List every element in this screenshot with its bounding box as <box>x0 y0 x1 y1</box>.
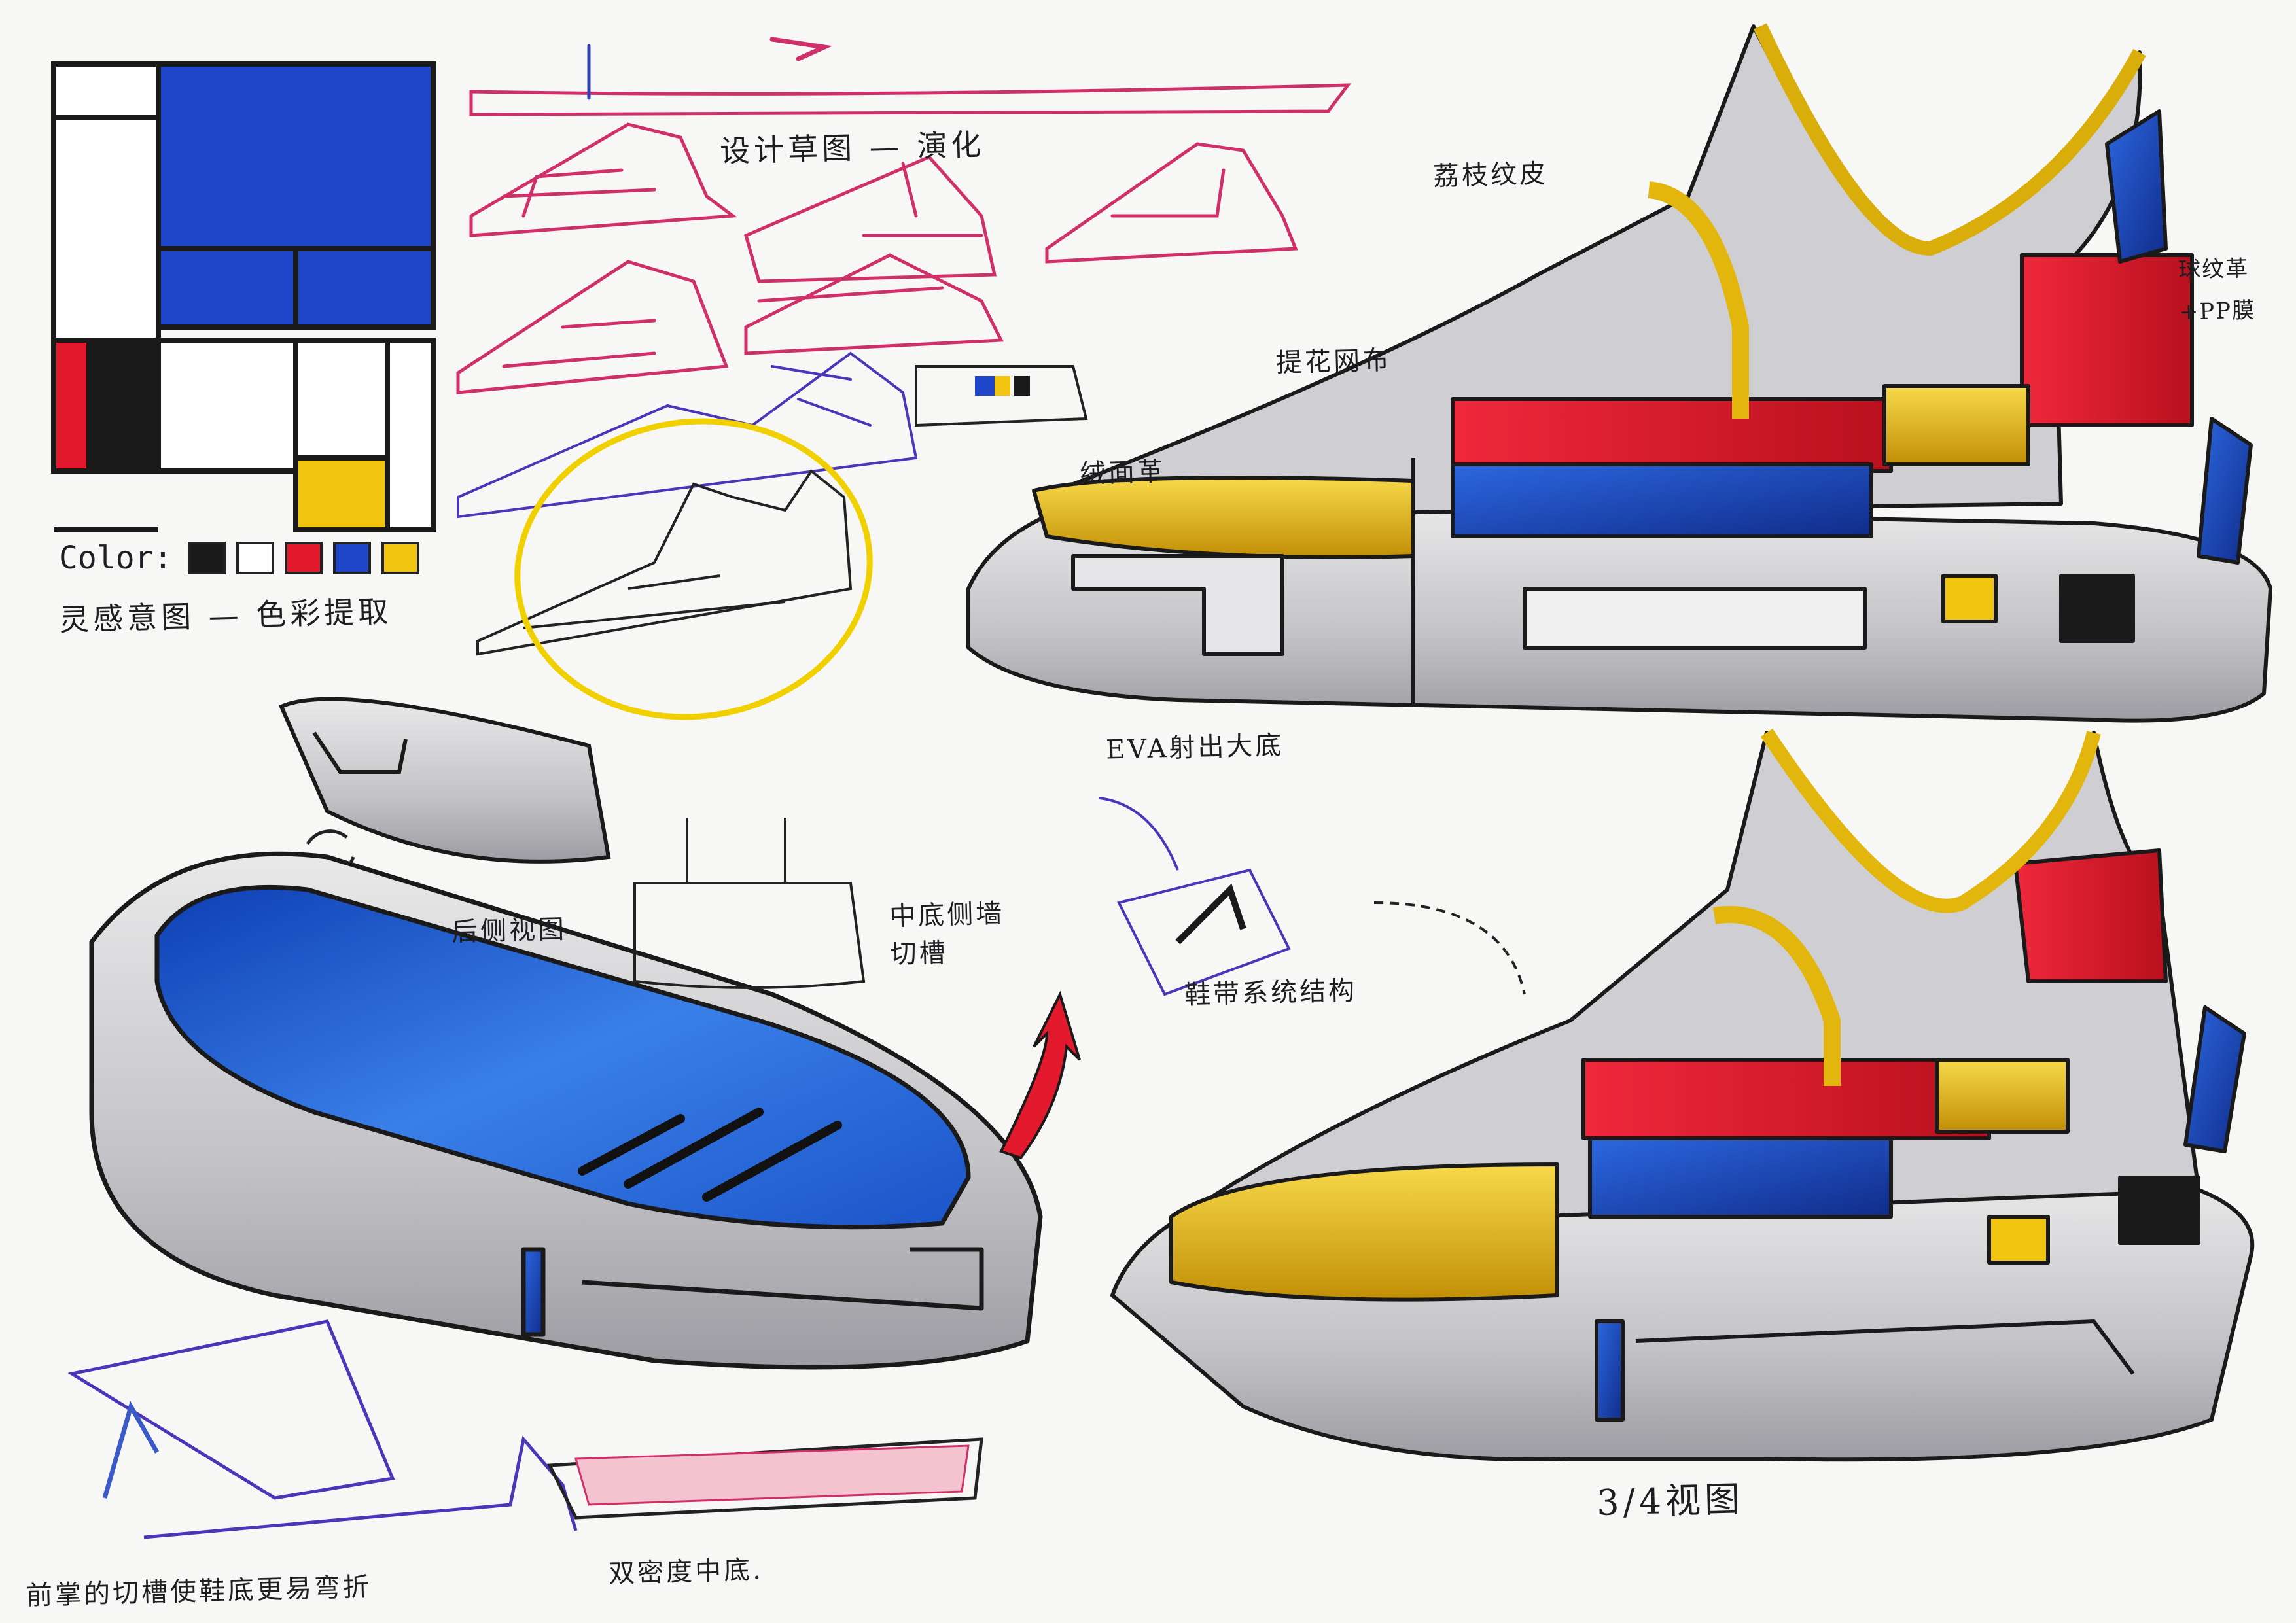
label-three-quarter-view: 3/4视图 <box>1596 1478 1744 1524</box>
midsole-view <box>89 851 1043 1370</box>
dual-density-sketch <box>547 1437 983 1520</box>
label-dual-density: 双密度中底. <box>608 1554 764 1590</box>
rear-side-view-sketch <box>633 818 866 989</box>
swatch-red <box>285 542 323 574</box>
forefoot-flex-sketch <box>67 1319 578 1539</box>
swatch-black <box>188 542 226 574</box>
label-rear-view: 后侧视图 <box>451 914 567 948</box>
label-lace-system: 鞋带系统结构 <box>1184 975 1358 1011</box>
label-inspiration: 灵感意图 — 色彩提取 <box>58 593 393 638</box>
swatch-yellow <box>381 542 420 574</box>
heel-counter-sketch <box>279 697 611 864</box>
mondrian-grid <box>51 61 436 532</box>
label-sketch-evolution: 设计草图 — 演化 <box>719 126 985 169</box>
color-palette: Color: <box>59 540 420 576</box>
shoe-side-view <box>966 23 2272 723</box>
palette-label: Color: <box>59 540 173 576</box>
lace-pointer-arrow <box>1373 901 1526 995</box>
swatch-white <box>236 542 275 574</box>
shoe-three-quarter-view <box>1110 728 2255 1462</box>
selected-sketch <box>476 418 873 720</box>
label-suede: 绒面革 <box>1079 457 1167 489</box>
label-pu-pp: 球纹革 +PP膜 <box>2178 255 2256 326</box>
label-eva-outsole: EVA射出大底 <box>1105 730 1284 765</box>
label-lychee-leather: 荔枝纹皮 <box>1432 158 1549 192</box>
label-midsole-groove: 中底侧墙 切槽 <box>889 898 1005 970</box>
lace-system-sketch <box>1099 797 1291 996</box>
mini-mondrian-shoe <box>975 376 1030 396</box>
label-jacquard-mesh: 提花网布 <box>1275 345 1392 379</box>
flex-arrow <box>999 990 1081 1160</box>
evolution-sketches <box>456 37 1352 394</box>
swatch-blue <box>333 542 372 574</box>
